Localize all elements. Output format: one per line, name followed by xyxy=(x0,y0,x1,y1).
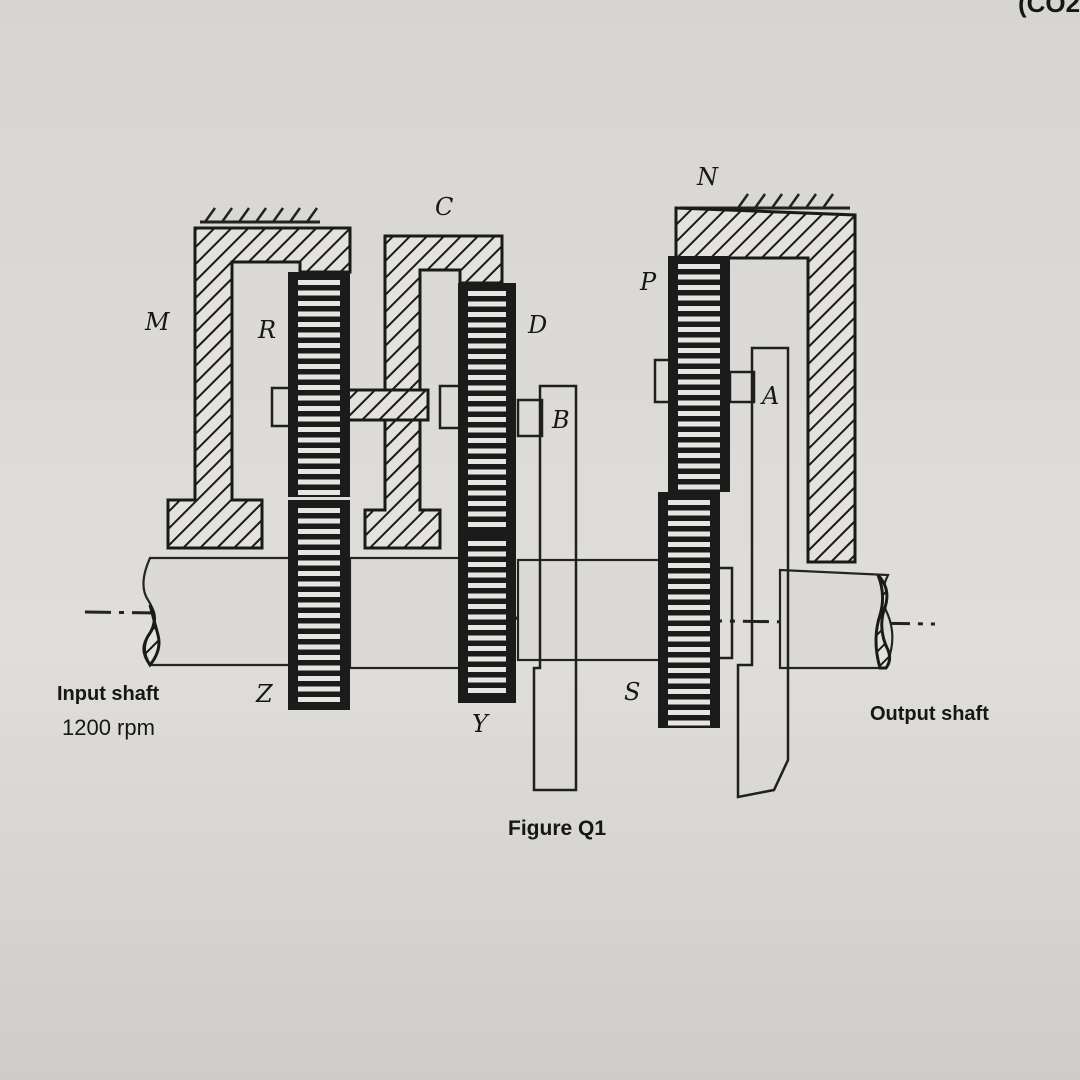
shaft-right xyxy=(516,558,670,662)
label-N: N xyxy=(696,163,719,191)
output-shaft-section xyxy=(874,573,892,670)
label-Y: Y xyxy=(472,710,490,738)
gear-S xyxy=(658,492,720,728)
label-A: A xyxy=(760,382,779,410)
input-shaft-label: Input shaft xyxy=(57,683,160,705)
gear-Z xyxy=(288,500,350,710)
gear-D xyxy=(458,283,516,533)
gear-group xyxy=(288,256,730,728)
label-R: R xyxy=(257,316,276,344)
input-shaft-section xyxy=(143,604,161,668)
gear-Y xyxy=(458,533,516,703)
shaft-middle xyxy=(348,556,462,670)
input-speed-label: 1200 rpm xyxy=(62,715,155,740)
input-shaft xyxy=(142,556,292,667)
gear-R xyxy=(288,272,350,497)
arm-B-pin xyxy=(516,398,544,438)
label-P: P xyxy=(639,268,657,296)
arm-A xyxy=(736,346,790,799)
label-C: C xyxy=(435,193,453,221)
corner-text: (CO2 xyxy=(1018,0,1080,18)
arm-B xyxy=(532,384,578,792)
output-shaft-label: Output shaft xyxy=(870,703,989,725)
label-B: B xyxy=(551,406,570,434)
label-Z: Z xyxy=(255,680,274,708)
arm-C-pin xyxy=(346,388,430,422)
label-D: D xyxy=(527,311,547,339)
gear-P xyxy=(668,256,730,492)
label-M: M xyxy=(144,308,171,336)
figure-caption: Figure Q1 xyxy=(508,817,606,840)
label-S: S xyxy=(624,678,640,706)
